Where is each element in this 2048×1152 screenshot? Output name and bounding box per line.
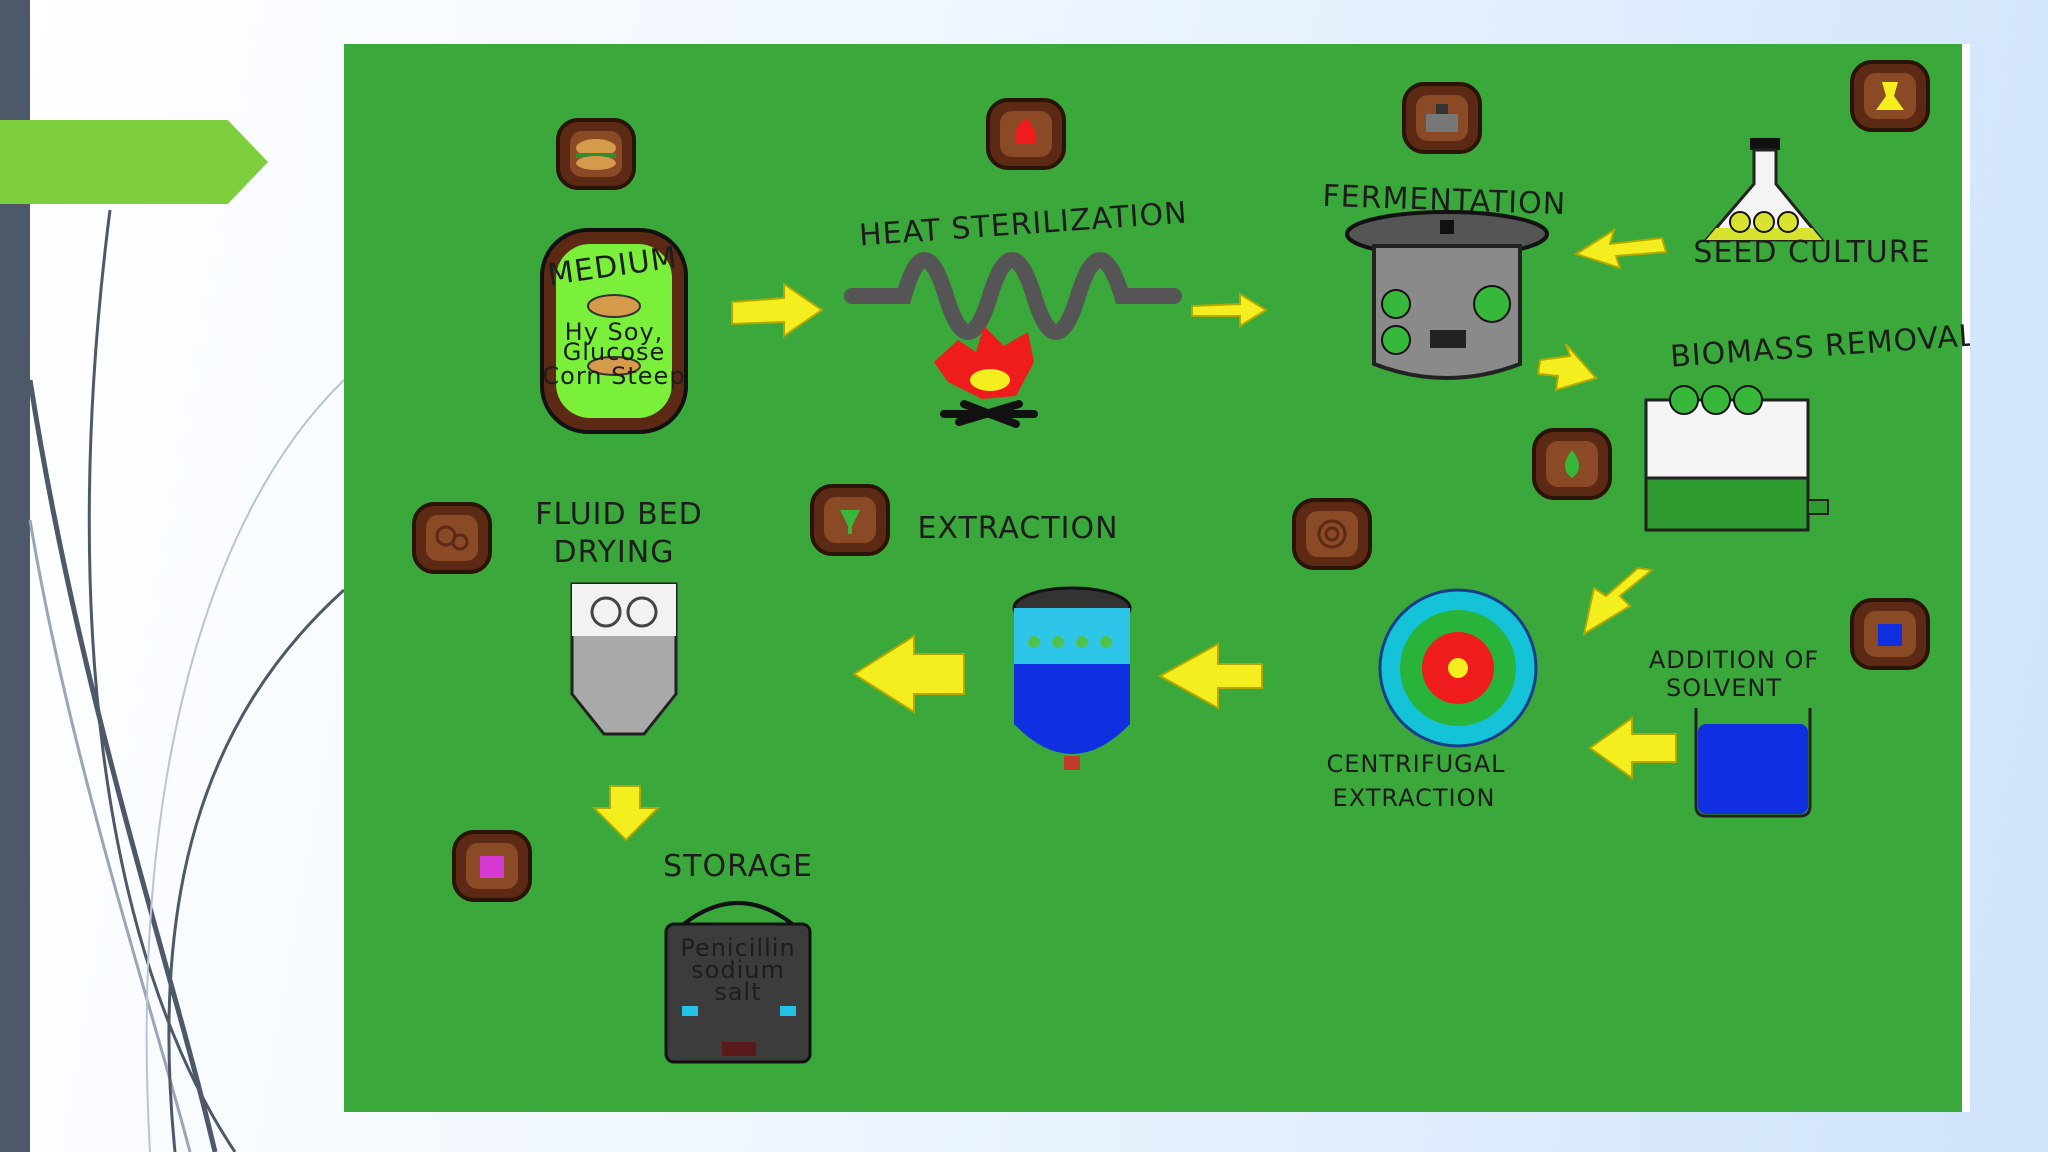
medium-content-1: Hy Soy, (565, 318, 664, 346)
addition-of-solvent-label-1: ADDITION OF (1649, 646, 1819, 674)
solvent-beaker (1694, 708, 1812, 818)
fluid-bed-dryer (570, 582, 678, 736)
extraction-label: EXTRACTION (917, 511, 1118, 546)
seed-culture-icon (1850, 60, 1930, 132)
penicillin-process-diagram: MEDIUM Hy Soy, Glucose Corn Steep HEAT S… (344, 44, 1970, 1112)
fermentation-icon (1402, 82, 1482, 154)
addition-of-solvent-label-2: SOLVENT (1666, 674, 1782, 702)
storage-label: STORAGE (663, 849, 813, 884)
heat-sterilization-icon (986, 98, 1066, 170)
storage-icon (452, 830, 532, 902)
storage-content-2: sodium (691, 956, 785, 984)
seed-culture-flask (1702, 138, 1826, 242)
fluid-bed-drying-label-1: FLUID BED (535, 497, 703, 532)
storage-content-3: salt (714, 978, 761, 1006)
arrow-solvent-to-centrifuge (1588, 716, 1677, 780)
fluid-bed-drying-icon (412, 502, 492, 574)
arrow-biomass-to-centrifuge (1582, 566, 1655, 637)
slide-accent-arrow (0, 120, 268, 204)
heat-sterilization-label: HEAT STERILIZATION (858, 196, 1189, 254)
solvent-icon (1850, 598, 1930, 670)
extraction-vessel (1012, 586, 1132, 770)
arrow-fermentation-to-biomass (1536, 343, 1598, 392)
arrow-seed-to-fermentation (1573, 227, 1668, 270)
arrow-heat-to-fermentation (1191, 292, 1268, 328)
storage-content-1: Penicillin (680, 934, 795, 962)
medium-content-3: Corn Steep (542, 362, 685, 390)
medium-icon (556, 118, 636, 190)
medium-can (540, 228, 688, 434)
arrow-extraction-to-drying (852, 634, 965, 714)
centrifugal-extraction-label-2: EXTRACTION (1333, 784, 1496, 812)
campfire (934, 326, 1038, 428)
decorative-swooshes (27, 209, 344, 1152)
storage-container (664, 901, 812, 1064)
extraction-icon (810, 484, 890, 556)
centrifuge-disc (1378, 588, 1538, 748)
biomass-removal-label: BIOMASS REMOVAL (1669, 318, 1970, 374)
fermentation-tank (1345, 210, 1549, 380)
arrow-centrifuge-to-extraction (1157, 642, 1263, 710)
biomass-removal-icon (1532, 428, 1612, 500)
biomass-filter-tank (1644, 385, 1829, 532)
seed-culture-label: SEED CULTURE (1693, 235, 1930, 270)
fluid-bed-drying-label-2: DRYING (554, 535, 675, 570)
centrifugal-extraction-label-1: CENTRIFUGAL (1326, 750, 1505, 778)
arrow-drying-to-storage (591, 785, 661, 842)
centrifuge-icon (1292, 498, 1372, 570)
sterilization-coil (844, 252, 1182, 340)
medium-content-2: Glucose (563, 338, 666, 366)
arrow-medium-to-heat (731, 282, 824, 338)
